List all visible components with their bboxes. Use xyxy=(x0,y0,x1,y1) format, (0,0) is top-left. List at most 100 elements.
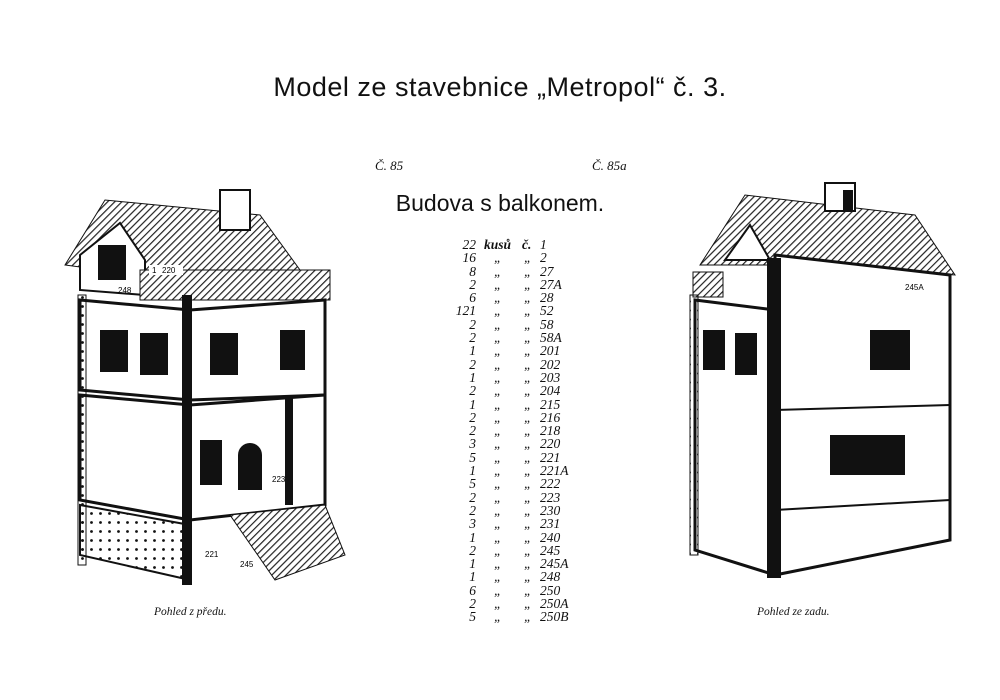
ditto-mark: „ xyxy=(494,423,502,439)
parts-list-row: 1„„245A xyxy=(452,556,572,572)
ditto-mark: „ xyxy=(524,529,532,545)
right-wall xyxy=(773,253,952,577)
part-number: 28 xyxy=(540,290,554,306)
part-number: 58 xyxy=(540,316,554,332)
part-quantity: 2 xyxy=(469,542,476,558)
page-title: Model ze stavebnice „Metropol“ č. 3. xyxy=(273,72,727,102)
part-number: 202 xyxy=(540,356,561,372)
part-number: 222 xyxy=(540,476,561,492)
ditto-mark: „ xyxy=(524,489,532,505)
ditto-mark: „ xyxy=(494,516,502,532)
chimney xyxy=(219,189,251,231)
ditto-mark: „ xyxy=(494,476,502,492)
ditto-mark: „ xyxy=(524,556,532,572)
part-label: 223 xyxy=(272,475,286,484)
left-wall xyxy=(693,298,777,578)
model-number-back: Č. 85a xyxy=(592,158,627,173)
front-view-illustration: 1 220 248 223 221 245 xyxy=(64,189,346,585)
ditto-mark: „ xyxy=(494,529,502,545)
ditto-mark: „ xyxy=(494,343,502,359)
ditto-mark: „ xyxy=(494,250,502,266)
parts-list-row: 1„„248 xyxy=(452,569,572,585)
parts-list-row: 1„„240 xyxy=(452,529,572,545)
part-quantity: 2 xyxy=(469,596,476,612)
ditto-mark: „ xyxy=(494,569,502,585)
part-number: 27 xyxy=(540,263,554,279)
parts-list-row: 2„„245 xyxy=(452,542,572,558)
part-quantity: 16 xyxy=(462,250,477,266)
ditto-mark: „ xyxy=(494,409,502,425)
ditto-mark: „ xyxy=(494,582,502,598)
part-quantity: 6 xyxy=(469,582,476,598)
part-number: 220 xyxy=(540,436,561,452)
part-quantity: 2 xyxy=(469,409,476,425)
part-number: 221A xyxy=(540,463,569,479)
upper-floor xyxy=(78,298,327,402)
ditto-mark: „ xyxy=(524,396,532,412)
part-number: 223 xyxy=(540,489,561,505)
part-number: 250 xyxy=(540,582,561,598)
ditto-mark: „ xyxy=(524,476,532,492)
unit-label: kusů xyxy=(484,237,512,252)
ditto-mark: „ xyxy=(524,596,532,612)
part-quantity: 121 xyxy=(455,303,476,319)
parts-list-row: 2„„58A xyxy=(452,330,572,346)
parts-list-row: 2„„223 xyxy=(452,489,572,505)
ditto-mark: „ xyxy=(494,489,502,505)
parts-list-row: 2„„218 xyxy=(452,423,572,439)
back-view-illustration: 245A xyxy=(689,182,956,578)
ditto-mark: „ xyxy=(524,383,532,399)
ditto-mark: „ xyxy=(494,276,502,292)
part-number: 216 xyxy=(540,409,561,425)
parts-list-row: 5 „ „ 222 xyxy=(452,476,572,492)
parts-list-row: 5„„250B xyxy=(452,610,572,624)
part-number: 221 xyxy=(540,449,561,465)
ditto-mark: „ xyxy=(524,516,532,532)
part-quantity: 1 xyxy=(469,569,476,585)
part-quantity: 22 xyxy=(462,237,477,252)
part-quantity: 5 xyxy=(469,449,476,465)
parts-list-row: 2„„250A xyxy=(452,596,572,612)
part-number: 58A xyxy=(540,330,562,346)
ditto-mark: „ xyxy=(524,502,532,518)
parts-list-row: 2„„204 xyxy=(452,383,572,399)
part-quantity: 2 xyxy=(469,316,476,332)
parts-list-row: 16„„2 xyxy=(452,250,572,266)
ditto-mark: „ xyxy=(494,556,502,572)
ditto-mark: „ xyxy=(524,316,532,332)
part-quantity: 2 xyxy=(469,356,476,372)
ditto-mark: „ xyxy=(494,316,502,332)
part-label: 221 xyxy=(205,550,219,559)
parts-list-row: 2 „ „ 58 xyxy=(452,316,572,332)
caption-back-view: Pohled ze zadu. xyxy=(757,606,830,618)
parts-list-row: 1„„215 xyxy=(452,396,572,412)
parts-list-row: 6„„250 xyxy=(452,582,572,598)
base xyxy=(79,503,346,582)
ditto-mark: „ xyxy=(494,303,502,319)
ditto-mark: „ xyxy=(524,423,532,439)
part-number: 203 xyxy=(540,369,561,385)
ditto-mark: „ xyxy=(494,369,502,385)
ditto-mark: „ xyxy=(494,383,502,399)
part-number: 245A xyxy=(540,556,569,572)
part-number: 2 xyxy=(540,250,547,266)
parts-list-row: 2„„230 xyxy=(452,502,572,518)
parts-list-row: 1„„221A xyxy=(452,463,572,479)
ditto-mark: „ xyxy=(524,569,532,585)
part-quantity: 5 xyxy=(469,476,476,492)
ditto-mark: „ xyxy=(494,542,502,558)
ditto-mark: „ xyxy=(524,463,532,479)
ditto-mark: „ xyxy=(524,343,532,359)
part-quantity: 3 xyxy=(469,516,476,532)
ditto-mark: „ xyxy=(494,502,502,518)
parts-list-row: 2„„202 xyxy=(452,356,572,372)
parts-list-row: 121„„52 xyxy=(452,303,572,319)
ditto-mark: „ xyxy=(494,356,502,372)
part-quantity: 2 xyxy=(469,330,476,346)
ditto-mark: „ xyxy=(524,449,532,465)
parts-list-row: 2„„27A xyxy=(452,276,572,292)
ditto-mark: „ xyxy=(524,436,532,452)
part-quantity: 6 xyxy=(469,290,476,306)
part-label: 220 xyxy=(162,266,176,275)
model-number-front: Č. 85 xyxy=(375,158,404,173)
